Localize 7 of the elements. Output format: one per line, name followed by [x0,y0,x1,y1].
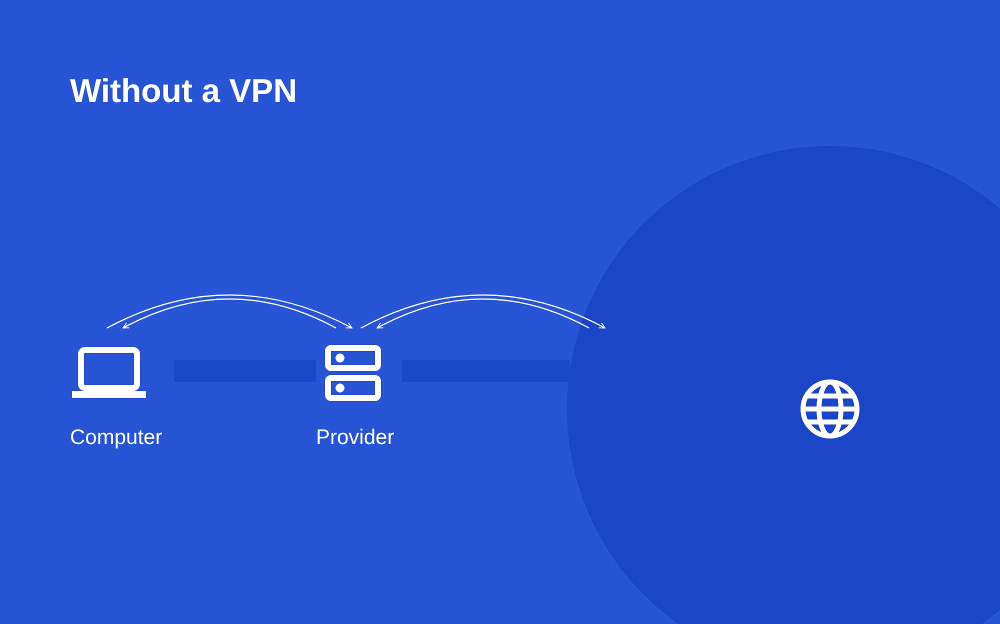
curved-arrow [360,294,606,329]
node-label: Computer [70,426,162,450]
curved-arrow [122,298,336,329]
curved-arrow [376,298,590,329]
title: Without a VPN [70,72,298,110]
curved-arrow [106,294,352,329]
node-label: Provider [316,426,394,450]
